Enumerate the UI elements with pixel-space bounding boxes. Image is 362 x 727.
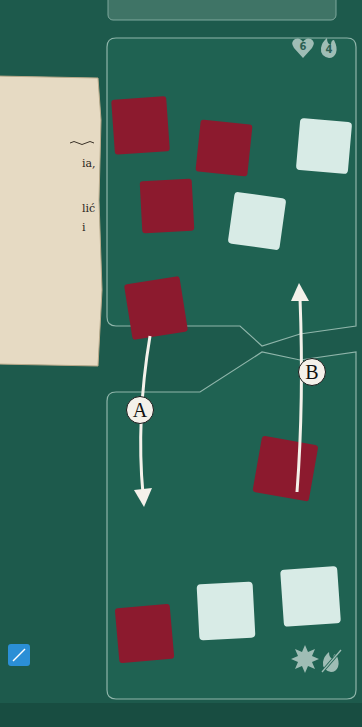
white-cube xyxy=(197,582,256,641)
heart-icon xyxy=(292,38,314,58)
card-text: ia, xyxy=(82,158,96,169)
cross-line xyxy=(322,650,341,672)
bottom-panel xyxy=(107,352,356,699)
white-cube xyxy=(280,566,341,627)
red-cube xyxy=(195,119,252,176)
parchment-card xyxy=(0,76,102,366)
white-cube xyxy=(228,192,287,251)
arrowhead xyxy=(291,283,309,301)
cross-gap xyxy=(322,650,341,672)
callout-letter: A xyxy=(126,396,154,424)
splat-icon xyxy=(291,645,319,673)
move-arrow xyxy=(297,298,301,492)
flame-icon xyxy=(321,38,337,58)
card-text: i xyxy=(82,222,86,233)
red-cube xyxy=(140,179,195,234)
top-panel xyxy=(107,38,356,346)
fire-value: 4 xyxy=(326,45,333,55)
red-cube xyxy=(124,276,188,340)
health-value: 6 xyxy=(300,42,307,52)
white-cube xyxy=(296,118,352,174)
arrowhead xyxy=(134,488,152,507)
red-cube xyxy=(115,604,175,664)
red-cube xyxy=(111,96,170,155)
upper-panel-edge xyxy=(108,0,336,20)
red-cube xyxy=(252,436,318,502)
card-text: lić xyxy=(82,203,95,214)
tool-icon xyxy=(8,644,30,666)
bottom-band xyxy=(0,703,362,727)
tool-icon-line xyxy=(13,649,25,661)
callout-letter: B xyxy=(298,358,326,386)
parchment-flourish xyxy=(70,142,94,145)
